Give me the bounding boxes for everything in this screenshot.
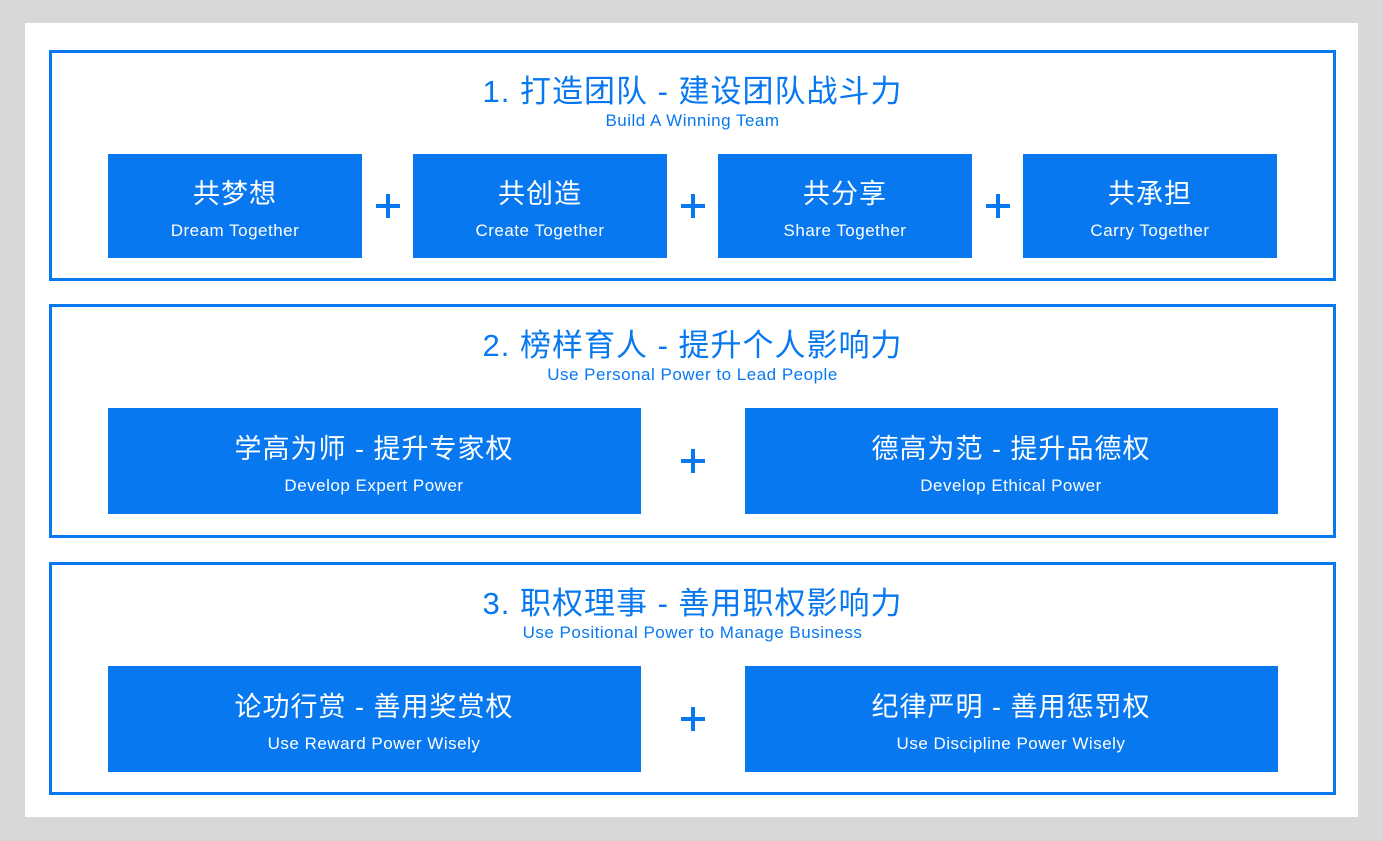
plus-separator	[667, 194, 718, 218]
plus-icon	[680, 194, 705, 218]
plus-icon	[680, 707, 705, 731]
box-title-en: Use Reward Power Wisely	[267, 733, 481, 753]
box-title-en: Use Discipline Power Wisely	[896, 733, 1126, 753]
section-subtitle: Use Personal Power to Lead People	[547, 365, 838, 384]
box-title-zh: 共梦想	[193, 178, 277, 209]
box-title-zh: 共创造	[498, 178, 582, 209]
plus-icon	[375, 194, 400, 218]
plus-separator	[641, 449, 745, 473]
box-title-en: Create Together	[475, 220, 605, 240]
diagram-panel: 1. 打造团队 - 建设团队战斗力 Build A Winning Team 共…	[25, 23, 1358, 817]
section-title: 1. 打造团队 - 建设团队战斗力	[482, 74, 903, 109]
box-share-together: 共分享 Share Together	[718, 154, 972, 258]
box-discipline-power: 纪律严明 - 善用惩罚权 Use Discipline Power Wisely	[744, 666, 1278, 772]
box-carry-together: 共承担 Carry Together	[1023, 154, 1277, 258]
section-title: 3. 职权理事 - 善用职权影响力	[482, 586, 903, 621]
section-build-team: 1. 打造团队 - 建设团队战斗力 Build A Winning Team 共…	[49, 50, 1336, 281]
section-box-row: 学高为师 - 提升专家权 Develop Expert Power 德高为范 -…	[52, 408, 1333, 514]
plus-separator	[362, 194, 413, 218]
box-title-en: Develop Ethical Power	[920, 475, 1102, 495]
section-personal-power: 2. 榜样育人 - 提升个人影响力 Use Personal Power to …	[49, 304, 1336, 538]
box-title-en: Develop Expert Power	[284, 475, 464, 495]
box-title-en: Dream Together	[170, 220, 300, 240]
section-box-row: 共梦想 Dream Together 共创造 Create Together 共…	[52, 154, 1333, 258]
box-title-en: Share Together	[783, 220, 907, 240]
box-dream-together: 共梦想 Dream Together	[108, 154, 362, 258]
box-title-zh: 共分享	[803, 178, 887, 209]
box-ethical-power: 德高为范 - 提升品德权 Develop Ethical Power	[744, 408, 1278, 514]
box-title-zh: 学高为师 - 提升专家权	[234, 433, 514, 464]
plus-icon	[985, 194, 1010, 218]
box-expert-power: 学高为师 - 提升专家权 Develop Expert Power	[107, 408, 641, 514]
box-title-zh: 德高为范 - 提升品德权	[871, 433, 1151, 464]
section-title: 2. 榜样育人 - 提升个人影响力	[482, 328, 903, 363]
plus-icon	[680, 449, 705, 473]
box-reward-power: 论功行赏 - 善用奖赏权 Use Reward Power Wisely	[107, 666, 641, 772]
box-create-together: 共创造 Create Together	[413, 154, 667, 258]
section-positional-power: 3. 职权理事 - 善用职权影响力 Use Positional Power t…	[49, 562, 1336, 795]
section-box-row: 论功行赏 - 善用奖赏权 Use Reward Power Wisely 纪律严…	[52, 666, 1333, 772]
section-subtitle: Build A Winning Team	[605, 111, 780, 130]
plus-separator	[972, 194, 1023, 218]
box-title-en: Carry Together	[1090, 220, 1210, 240]
box-title-zh: 纪律严明 - 善用惩罚权	[871, 691, 1151, 722]
box-title-zh: 共承担	[1108, 178, 1192, 209]
section-subtitle: Use Positional Power to Manage Business	[522, 623, 863, 642]
plus-separator	[641, 707, 745, 731]
box-title-zh: 论功行赏 - 善用奖赏权	[234, 691, 514, 722]
